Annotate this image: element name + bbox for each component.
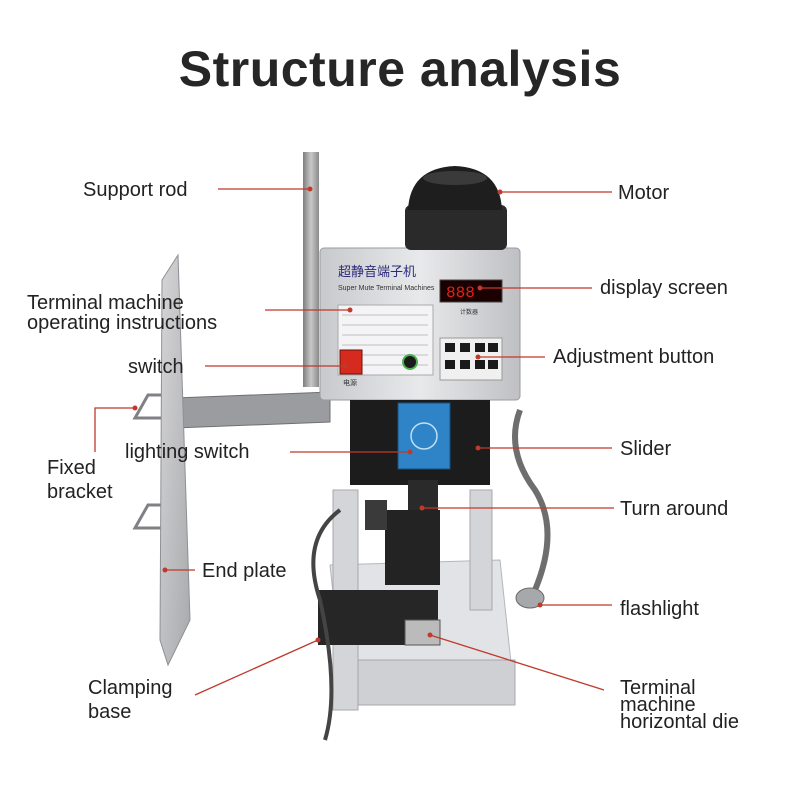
label-end-plate: End plate (202, 560, 287, 582)
display-screen (439, 279, 503, 303)
panel-cn-title: 超静音端子机 (338, 264, 416, 280)
label-fixed-bracket: Fixed bracket (47, 456, 113, 504)
power-switch (339, 349, 363, 375)
slider-block (350, 400, 490, 515)
flashlight-head (515, 587, 545, 609)
end-plate (159, 253, 191, 667)
label-clamping-base-line2: base (88, 701, 132, 723)
panel-en-title: Super Mute Terminal Machines (338, 285, 435, 292)
label-horizontal-die-line2: machine (620, 694, 696, 716)
support-rod (303, 152, 319, 387)
label-fixed-bracket-line1: Fixed (47, 457, 96, 479)
leader-lines (94, 186, 614, 696)
flashlight-neck (512, 408, 551, 592)
label-terminal-instructions-line1: Terminal machine (27, 292, 184, 314)
counter-label: 计数器 (460, 308, 478, 316)
label-fixed-bracket-line2: bracket (47, 481, 113, 503)
motor (405, 166, 507, 250)
label-switch: switch (128, 356, 184, 378)
adjustment-buttons (439, 337, 503, 381)
power-cable (311, 508, 342, 741)
label-terminal-instructions: Terminal machine operating instructions (27, 293, 217, 333)
label-display-screen: display screen (600, 277, 728, 299)
label-horizontal-die: Terminal machine horizontal die (620, 677, 739, 733)
page-title: Structure analysis (178, 41, 622, 97)
lighting-switch-knob (402, 354, 418, 370)
crimp-head (318, 500, 441, 646)
label-flashlight: flashlight (620, 598, 699, 620)
label-clamping-base: Clamping base (88, 676, 172, 724)
label-horizontal-die-line1: Terminal (620, 677, 696, 699)
label-turn-around: Turn around (620, 498, 729, 520)
display-digits: 888 (446, 284, 475, 302)
power-label: 电源 (343, 378, 357, 387)
label-adjustment-button: Adjustment button (553, 346, 715, 368)
label-lighting-switch: lighting switch (125, 441, 250, 463)
label-clamping-base-line1: Clamping (88, 677, 173, 699)
label-motor: Motor (618, 182, 670, 204)
label-support-rod: Support rod (83, 179, 188, 201)
label-horizontal-die-line3: horizontal die (620, 711, 739, 733)
label-slider: Slider (620, 438, 672, 460)
label-terminal-instructions-line2: operating instructions (27, 312, 218, 334)
